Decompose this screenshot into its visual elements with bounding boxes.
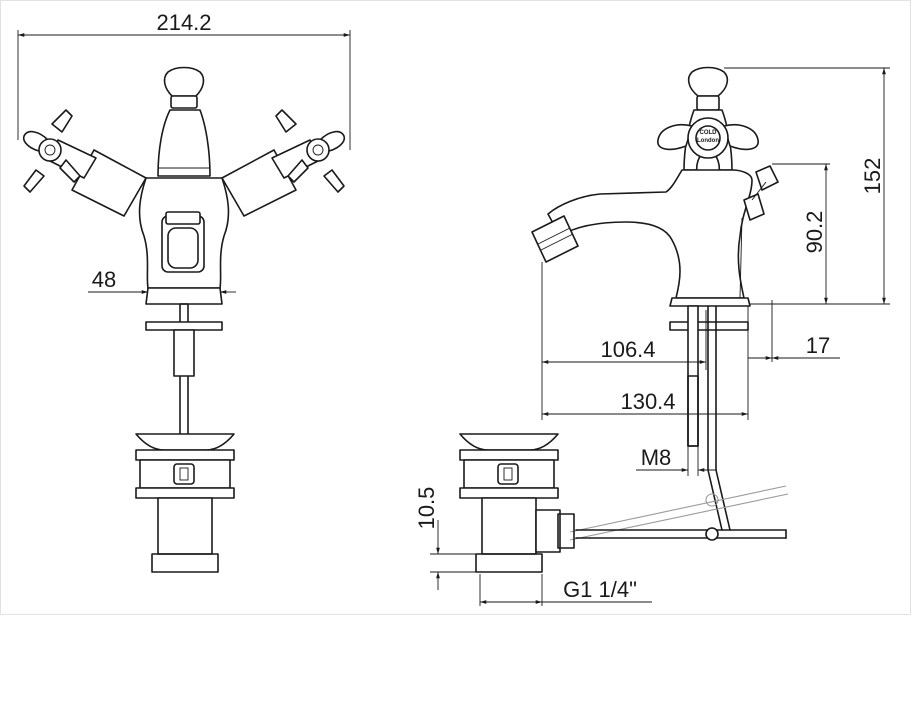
dim-spout-reach: 106.4 <box>600 337 655 362</box>
front-left-cross-handle <box>22 109 81 193</box>
dim-overall-width: 214.2 <box>156 10 211 35</box>
dim-overall-height: 152 <box>860 158 885 195</box>
drawing-frame <box>0 0 911 615</box>
front-view: 214.2 48 <box>17 10 351 573</box>
dim-waste-thread: G1 1/4" <box>563 577 637 602</box>
front-base-plate <box>145 287 223 305</box>
handle-maker-text: London <box>697 138 719 144</box>
dim-lift-rod-offset: 17 <box>806 333 830 358</box>
side-waste-assembly <box>459 433 575 573</box>
side-main-body <box>547 169 753 299</box>
front-bell-body <box>157 109 211 177</box>
side-base-plate <box>669 297 751 307</box>
dim-rod-thread: M8 <box>641 445 672 470</box>
dim-spout-height: 90.2 <box>802 211 827 254</box>
front-top-knob-collar <box>170 95 198 109</box>
side-top-knob <box>687 66 729 97</box>
side-spout-nozzle <box>531 215 579 263</box>
dim-waste-thread-length: 10.5 <box>414 487 439 530</box>
handle-cap-text: COLD <box>700 130 718 136</box>
front-top-knob <box>163 66 205 97</box>
front-washer <box>145 321 223 331</box>
front-right-cross-handle <box>275 109 346 193</box>
side-cross-handle: COLD London <box>657 117 759 183</box>
dim-base-width: 48 <box>92 267 116 292</box>
side-view: COLD London <box>414 66 890 606</box>
side-pivot-linkage <box>569 485 789 541</box>
front-waste-assembly <box>135 433 235 573</box>
front-back-nut <box>173 329 195 377</box>
side-popup-knob <box>755 165 779 191</box>
dim-base-to-tip: 130.4 <box>620 389 675 414</box>
